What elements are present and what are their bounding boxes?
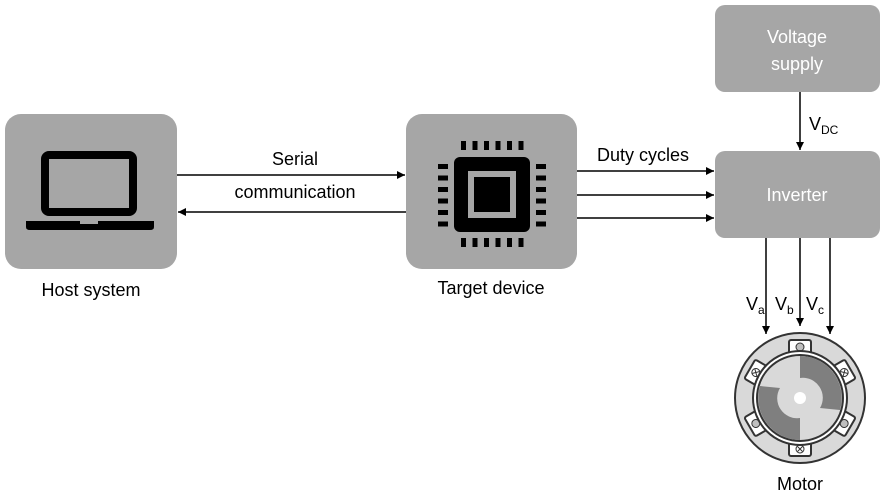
- target-device-label: Target device: [437, 278, 544, 298]
- voltage-supply-label-line1: Voltage: [767, 27, 827, 47]
- inverter-box: [715, 151, 880, 238]
- chip-pin: [484, 238, 489, 247]
- chip-pin: [536, 164, 546, 169]
- chip-pin: [518, 141, 524, 150]
- chip-pin: [536, 175, 546, 181]
- serial-link: Serial communication: [177, 149, 406, 216]
- chip-pin: [536, 187, 546, 192]
- chip-pin: [518, 238, 524, 247]
- chip-pin: [438, 175, 448, 181]
- host-system-label: Host system: [41, 280, 140, 300]
- laptop-icon: [26, 151, 154, 230]
- serial-label-line1: Serial: [272, 149, 318, 169]
- chip-pin: [472, 238, 478, 247]
- inverter-label: Inverter: [766, 185, 827, 205]
- chip-pin: [495, 238, 501, 247]
- chip-pin: [438, 164, 448, 169]
- chip-pin: [461, 141, 466, 150]
- chip-pin: [536, 221, 546, 227]
- voltage-supply-label-line2: supply: [771, 54, 823, 74]
- chip-pin: [472, 141, 478, 150]
- duty-cycles-label: Duty cycles: [597, 145, 689, 165]
- chip-pin: [438, 187, 448, 192]
- chip-pin: [438, 210, 448, 215]
- voltage-supply-box: [715, 5, 880, 92]
- target-device-block: Target device: [406, 114, 577, 298]
- phase-b-label: Vb: [775, 294, 794, 317]
- chip-pin: [461, 238, 466, 247]
- inverter-block: Inverter: [715, 151, 880, 238]
- chip-pin: [438, 198, 448, 204]
- vdc-label: VDC: [809, 114, 839, 137]
- duty-cycles-link: Duty cycles: [577, 145, 714, 222]
- chip-pin: [536, 210, 546, 215]
- stator-lug: [830, 359, 856, 387]
- chip-pin: [438, 221, 448, 227]
- chip-pin: [484, 141, 489, 150]
- motor-icon: [734, 332, 866, 464]
- phase-links: Va Vb Vc: [746, 238, 834, 334]
- phase-a-label: Va: [746, 294, 765, 317]
- serial-label-line2: communication: [234, 182, 355, 202]
- vdc-link: VDC: [796, 92, 839, 150]
- host-system-box: [5, 114, 177, 269]
- chip-pin: [495, 141, 501, 150]
- cpu-chip-icon: [438, 141, 546, 247]
- voltage-supply-block: Voltage supply: [715, 5, 880, 92]
- motor-label: Motor: [777, 474, 823, 494]
- host-system-block: Host system: [5, 114, 177, 300]
- chip-pin: [536, 198, 546, 204]
- phase-c-label: Vc: [806, 294, 824, 317]
- chip-pin: [507, 238, 512, 247]
- chip-pin: [507, 141, 512, 150]
